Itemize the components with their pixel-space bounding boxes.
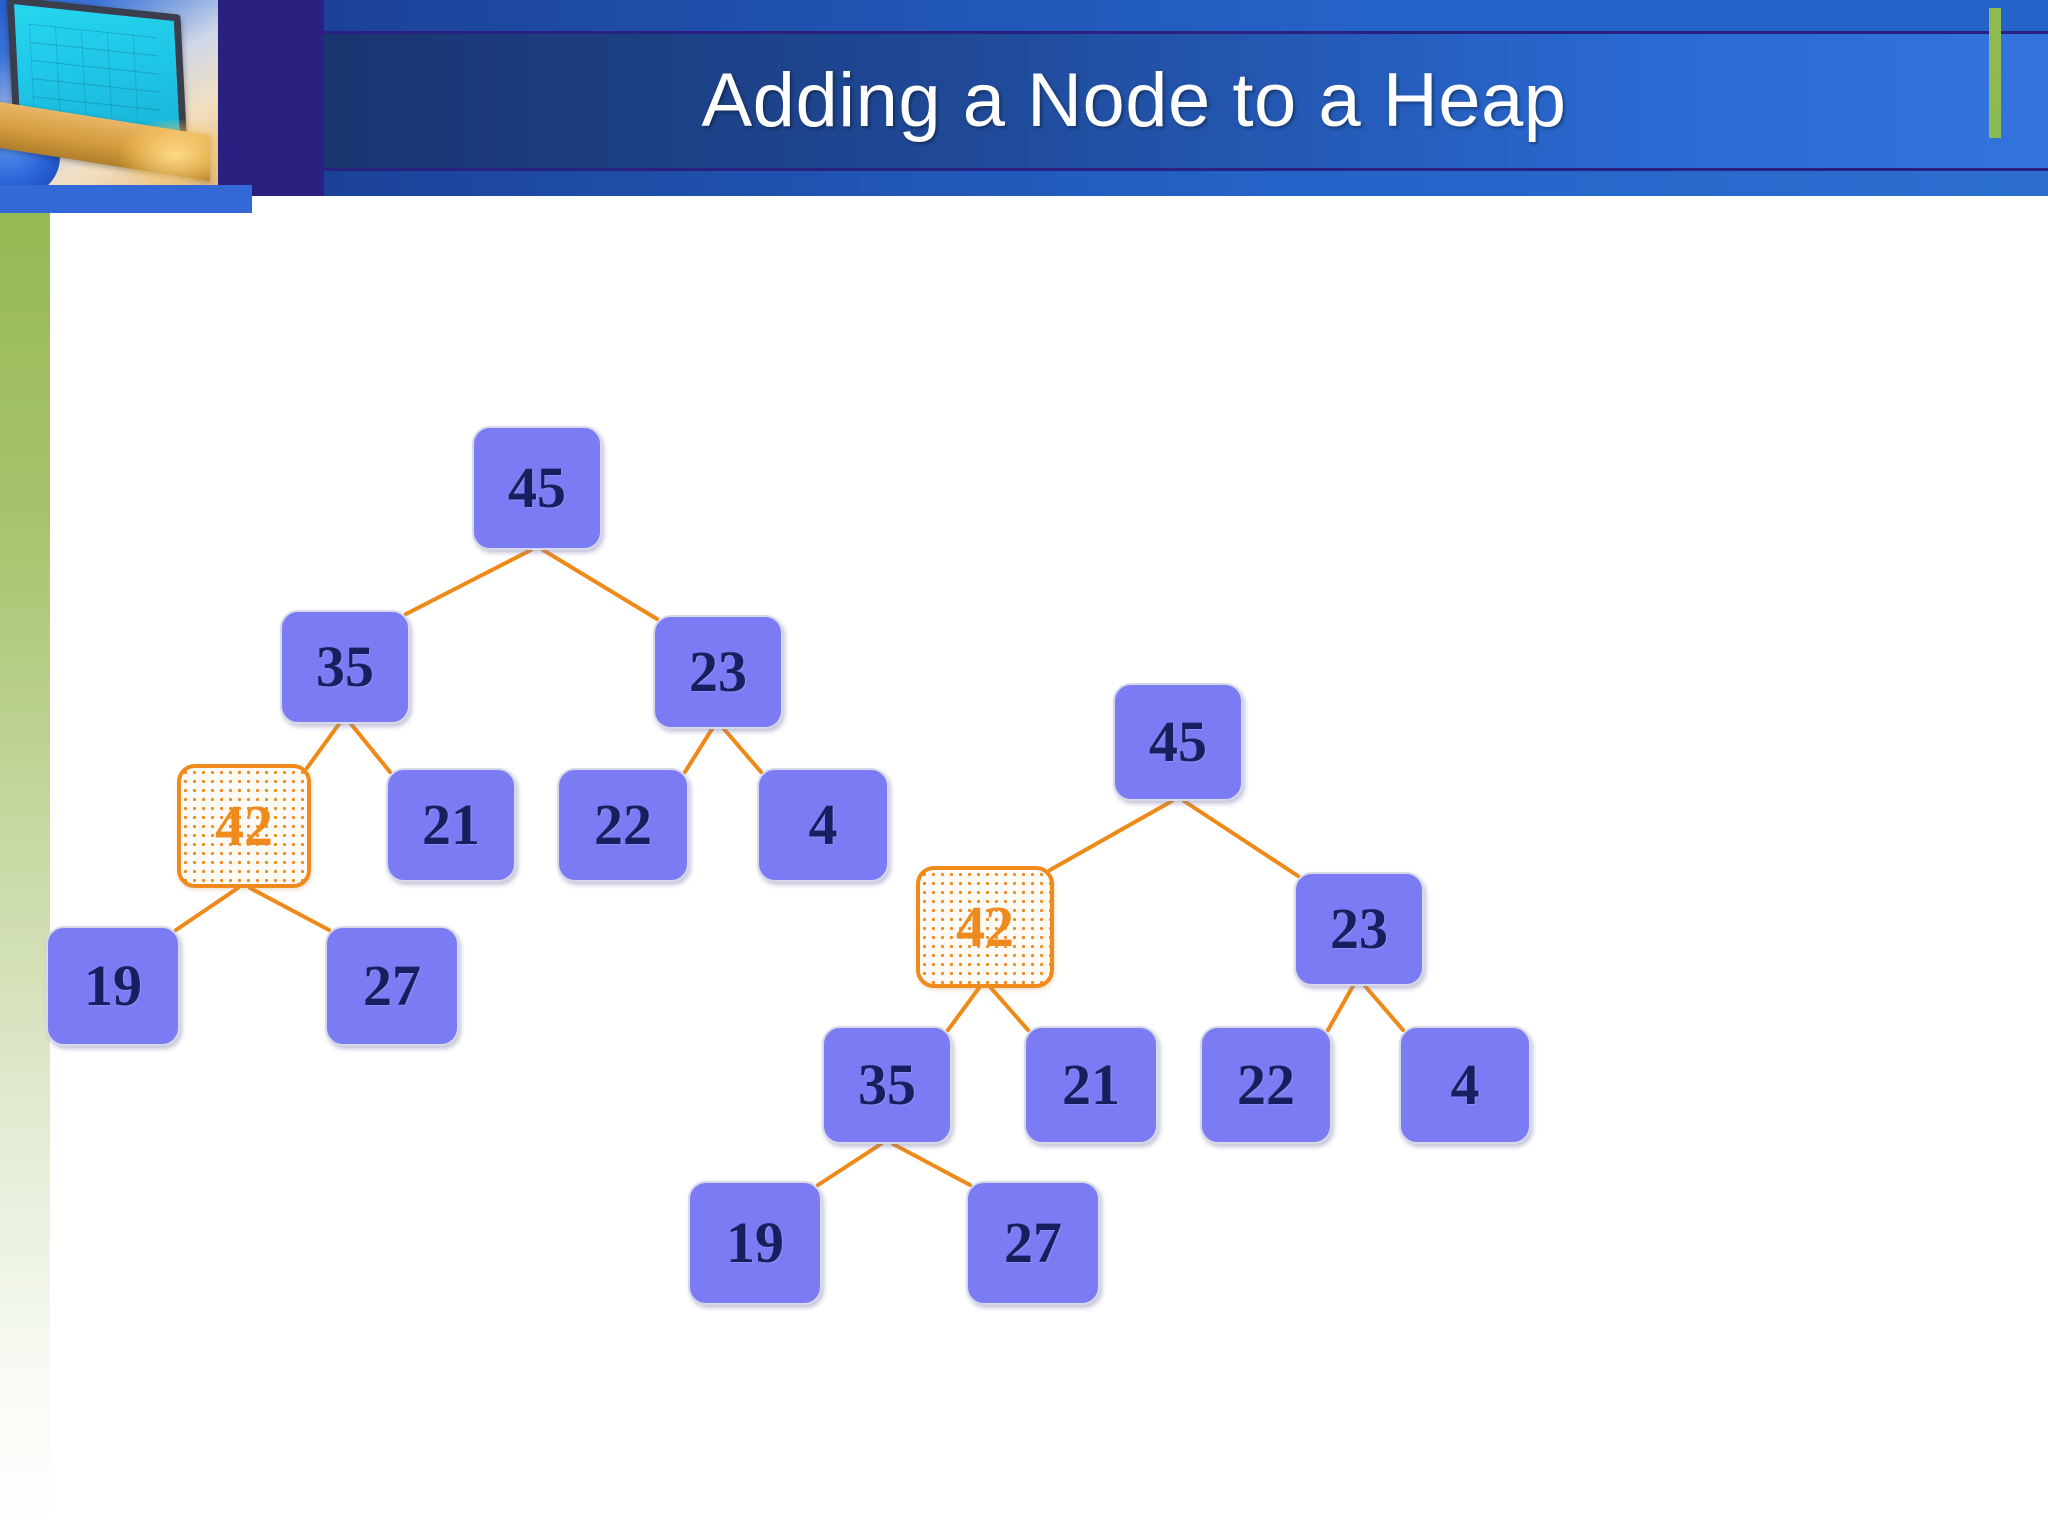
- heap-node-before-23[interactable]: 23: [653, 615, 783, 729]
- banner-middle-panel: [324, 34, 2048, 168]
- heap-node-label: 45: [1149, 709, 1207, 774]
- logo-blue-strip: [0, 185, 252, 213]
- heap-node-after-42[interactable]: 42: [916, 866, 1054, 988]
- heap-edge-L35-L42: [305, 722, 341, 770]
- heap-edge-R23-R4: [1363, 984, 1405, 1032]
- heap-node-before-27[interactable]: 27: [325, 926, 459, 1046]
- heap-node-before-42[interactable]: 42: [177, 764, 311, 888]
- heap-node-after-22[interactable]: 22: [1200, 1026, 1332, 1144]
- green-accent-line-icon: [1989, 8, 2001, 138]
- banner-top-stripe: [324, 0, 2048, 31]
- heap-node-after-35[interactable]: 35: [822, 1026, 952, 1144]
- heap-edge-R45-R42: [1048, 799, 1174, 872]
- heap-edge-R45-R23: [1182, 799, 1300, 878]
- heap-edge-R42-R21: [989, 986, 1030, 1032]
- heap-node-label: 35: [858, 1052, 916, 1117]
- heap-node-label: 19: [726, 1210, 784, 1275]
- heap-node-label: 23: [689, 639, 747, 704]
- heap-edge-R42-R35: [946, 986, 981, 1032]
- heap-node-label: 45: [508, 455, 566, 520]
- heap-node-label: 4: [808, 792, 838, 857]
- heap-node-label: 21: [1062, 1052, 1120, 1117]
- heap-node-label: 35: [316, 634, 374, 699]
- heap-node-before-35[interactable]: 35: [280, 610, 410, 724]
- heap-node-label: 4: [1450, 1052, 1480, 1117]
- heap-edge-L45-L35: [404, 548, 533, 616]
- heap-node-before-45[interactable]: 45: [472, 426, 602, 550]
- heap-edge-L23-L22: [683, 727, 714, 774]
- heap-node-label: 22: [1237, 1052, 1295, 1117]
- heap-node-label: 27: [363, 953, 421, 1018]
- heap-node-before-4[interactable]: 4: [757, 768, 889, 882]
- heap-node-label: 22: [594, 792, 652, 857]
- heap-node-before-21[interactable]: 21: [386, 768, 516, 882]
- heap-node-before-19[interactable]: 19: [46, 926, 180, 1046]
- heap-node-label: 23: [1330, 896, 1388, 961]
- heap-diagram-canvas: 45 35 23 42 21 22 4 19 27 45 42 23 35 21 22 4 19 27: [0, 196, 2048, 1536]
- heap-node-label: 42: [956, 894, 1014, 959]
- heap-node-after-23[interactable]: 23: [1294, 872, 1424, 986]
- heap-node-after-21[interactable]: 21: [1024, 1026, 1158, 1144]
- heap-edge-L42-L27: [248, 886, 331, 932]
- heap-edge-R35-R19: [816, 1142, 883, 1187]
- page-title: Adding a Node to a Heap: [701, 58, 1567, 143]
- heap-edge-L45-L23: [541, 548, 659, 621]
- heap-node-label: 42: [215, 793, 273, 858]
- heap-node-after-27[interactable]: 27: [966, 1181, 1100, 1305]
- heap-edge-L35-L21: [349, 722, 392, 774]
- heap-node-label: 19: [84, 953, 142, 1018]
- banner-bottom-stripe: [324, 171, 2048, 196]
- photo-glow: [120, 120, 218, 185]
- heap-node-after-19[interactable]: 19: [688, 1181, 822, 1305]
- heap-node-before-22[interactable]: 22: [557, 768, 689, 882]
- heap-edge-R23-R22: [1326, 984, 1355, 1032]
- heap-node-after-45[interactable]: 45: [1113, 683, 1243, 801]
- heap-node-after-4[interactable]: 4: [1399, 1026, 1531, 1144]
- left-green-strip: [0, 213, 50, 1536]
- heap-edge-L23-L4: [722, 727, 763, 774]
- heap-node-label: 27: [1004, 1210, 1062, 1275]
- laptop-photo-icon: [0, 0, 218, 185]
- title-banner: Adding a Node to a Heap: [0, 0, 2048, 196]
- heap-edge-R35-R27: [891, 1142, 972, 1187]
- heap-edge-L42-L19: [174, 886, 240, 932]
- heap-node-label: 21: [422, 792, 480, 857]
